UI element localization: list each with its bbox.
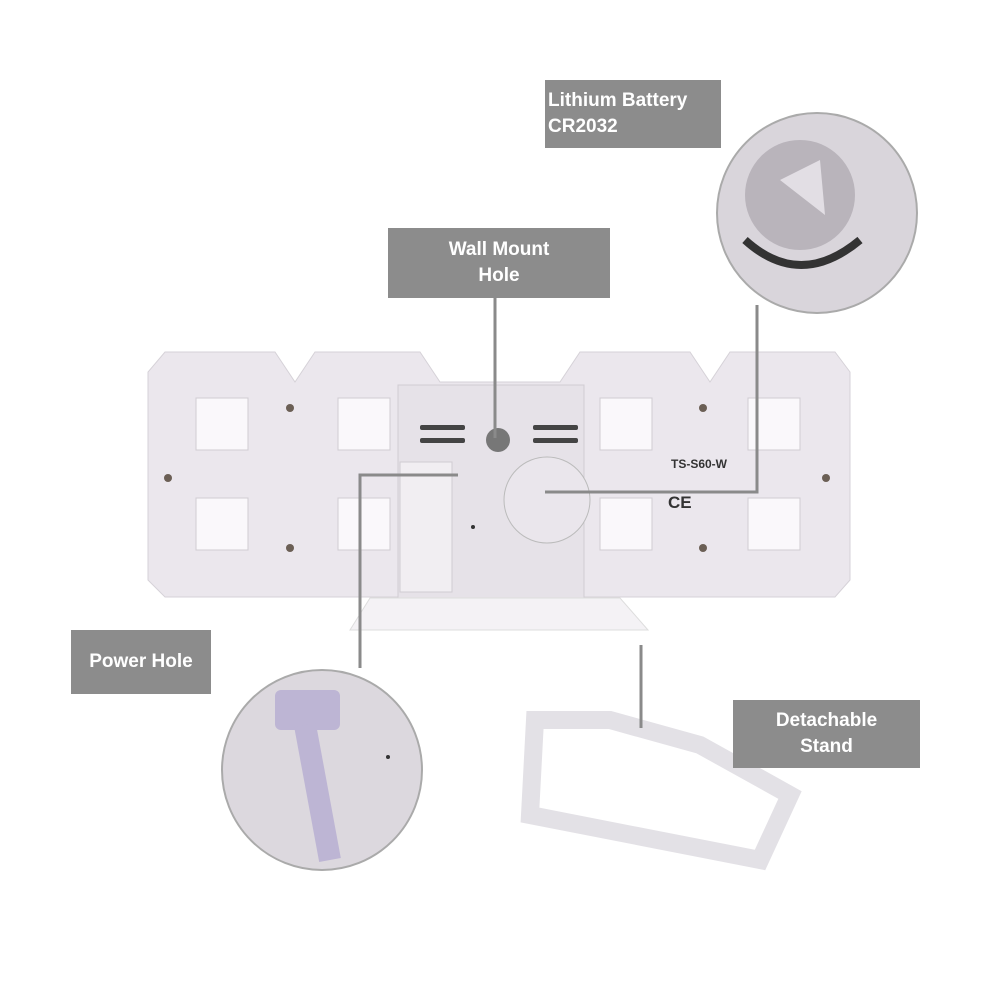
detachable-stand [520,711,802,871]
label-lithium-battery: Lithium Battery CR2032 [545,80,721,148]
label-wall-mount-hole: Wall Mount Hole [388,228,610,298]
label-power-hole: Power Hole [71,630,211,694]
label-detachable-stand: Detachable Stand [733,700,920,768]
battery-inset [716,112,918,314]
model-number: TS-S60-W [671,457,728,471]
ce-mark: CE [668,493,692,512]
wall-mount-hole [486,428,510,452]
callout-lines [358,298,759,728]
battery-cover [503,456,591,544]
power-inset [221,669,423,871]
